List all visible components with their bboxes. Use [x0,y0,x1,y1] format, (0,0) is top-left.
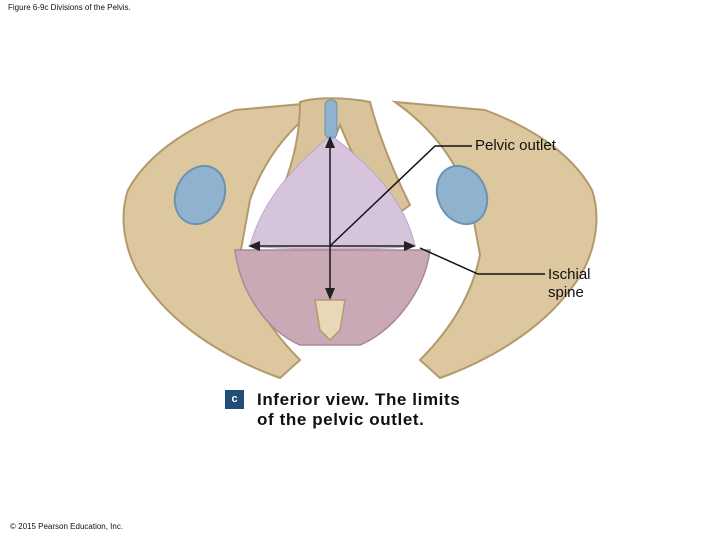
caption-line-1: Inferior view. The limits [257,390,461,409]
copyright-notice: © 2015 Pearson Education, Inc. [10,522,124,531]
ischial-spine-label: Ischial spine [548,266,591,301]
ap-arrow-bottom [325,288,335,300]
transverse-arrow-right [404,241,416,251]
right-obturator-foramen [435,164,489,226]
transverse-arrow-left [248,241,260,251]
figure-title: Figure 6-9c Divisions of the Pelvis. [8,3,131,12]
panel-caption: Inferior view. The limits of the pelvic … [257,390,460,430]
ischial-spine-leader [419,247,545,275]
left-hip-bone [122,100,329,380]
coccyx [314,299,346,342]
ap-arrow-top [325,136,335,148]
pelvic-cavity [234,249,431,346]
pubic-symphysis [324,99,338,139]
left-obturator-foramen [173,164,227,226]
pelvic-outlet-region [249,135,416,250]
caption-line-2: of the pelvic outlet. [257,410,425,429]
panel-letter-badge: c [225,390,244,409]
pelvic-outlet-label: Pelvic outlet [475,137,556,154]
pelvic-outlet-leader [329,145,472,247]
